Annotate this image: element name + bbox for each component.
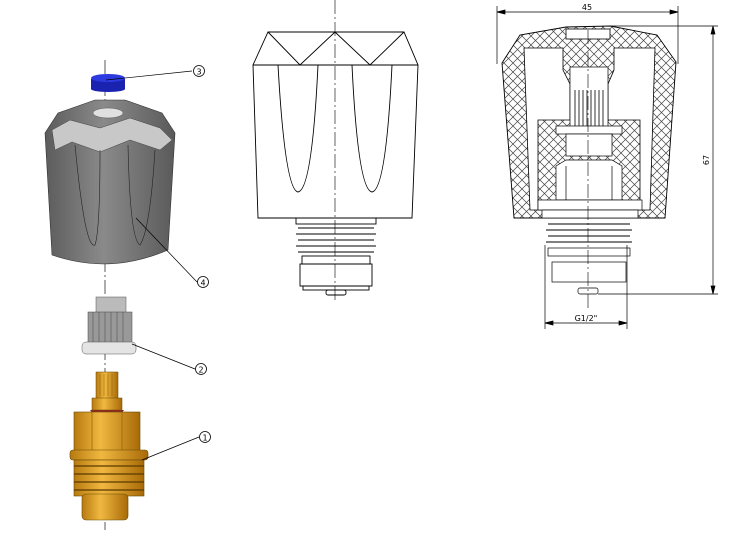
- balloon-1: 1: [199, 431, 211, 443]
- balloon-3-label: 3: [196, 68, 201, 77]
- exploded-view: 3 4 2 1: [44, 60, 211, 530]
- dimension-thread-label: G1/2": [575, 314, 598, 323]
- dimension-width: [496, 6, 679, 64]
- front-view: [252, 0, 419, 302]
- dimension-height: [598, 25, 718, 295]
- balloon-4-label: 4: [200, 279, 205, 288]
- balloon-2: 2: [195, 363, 207, 375]
- balloon-1-label: 1: [202, 434, 207, 443]
- balloon-3: 3: [193, 65, 205, 77]
- part-2-adapter: [81, 296, 137, 355]
- dimension-height-label: 67: [702, 155, 711, 165]
- part-1-cartridge: [69, 371, 149, 521]
- section-view: [501, 25, 677, 308]
- part-3-cap: [91, 74, 125, 92]
- dimension-thread: [544, 245, 628, 329]
- balloon-2-label: 2: [198, 366, 203, 375]
- part-4-handle: [44, 99, 176, 265]
- balloon-4: 4: [197, 276, 209, 288]
- dimension-width-label: 45: [582, 3, 592, 12]
